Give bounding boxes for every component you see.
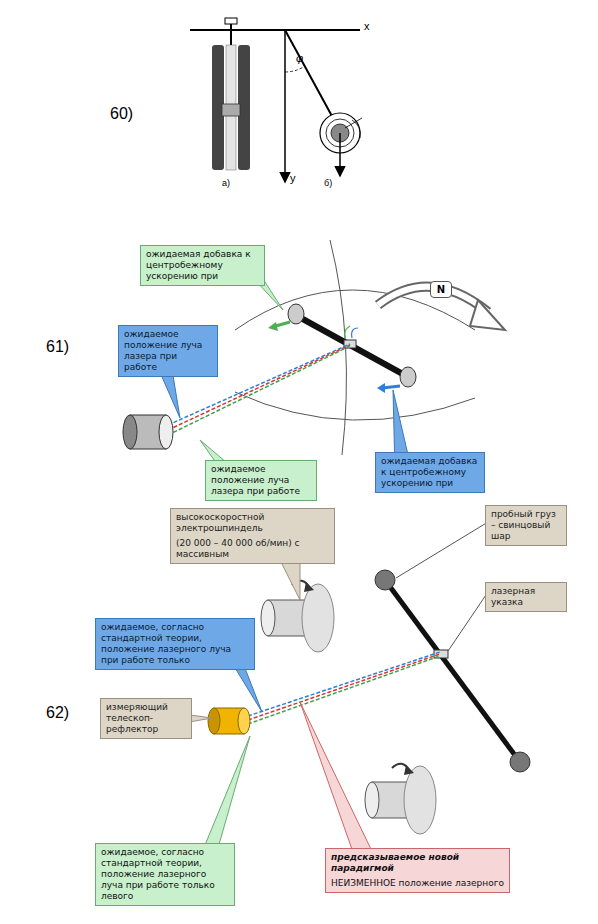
callout-box: высокоскоростной электрошпиндель (20 000 … bbox=[170, 508, 335, 564]
callout-box: ожидаемое положение луча лазера при рабо… bbox=[118, 325, 218, 377]
axis-label: y bbox=[290, 172, 296, 184]
callout-text: ожидаемое положение луча лазера при рабо… bbox=[124, 329, 212, 373]
callout-box: ожидаемая добавка к центробежному ускоре… bbox=[375, 452, 485, 493]
callout-box: пробный груз – свинцовый шар bbox=[485, 505, 567, 546]
figure-number: 61) bbox=[46, 338, 69, 356]
callout-text: ожидаемая добавка к центробежному ускоре… bbox=[381, 456, 479, 489]
axis-label: x bbox=[364, 20, 370, 32]
callout-box: ожидаемое, согласно стандартной теории, … bbox=[95, 843, 235, 906]
callout-text: ожидаемое, согласно стандартной теории, … bbox=[101, 622, 249, 666]
rotor-figure bbox=[123, 240, 505, 455]
callout-text: высокоскоростной электрошпиндель bbox=[176, 512, 329, 534]
callout-text: измеряющий телескоп-рефлектор bbox=[106, 702, 186, 735]
callout-text: пробный груз – свинцовый шар bbox=[491, 509, 561, 542]
callout-text: N bbox=[433, 284, 449, 295]
callout-text: ожидаемая добавка к центробежному ускоре… bbox=[146, 249, 259, 282]
callout-box: ожидаемое, согласно стандартной теории, … bbox=[95, 618, 255, 670]
pendulum-figure bbox=[190, 18, 362, 182]
callout-box: ожидаемая добавка к центробежному ускоре… bbox=[140, 245, 265, 286]
callout-box: ожидаемое положение луча лазера при рабо… bbox=[205, 460, 317, 501]
axis-label: а) bbox=[222, 178, 230, 188]
axis-label: φ bbox=[296, 52, 303, 64]
figure-number: 60) bbox=[110, 105, 133, 123]
callout-text: предсказываемое новой парадигмой bbox=[331, 852, 504, 874]
figure-number: 62) bbox=[46, 704, 69, 722]
callout-text: ожидаемое, согласно стандартной теории, … bbox=[101, 847, 229, 902]
callout-text: ожидаемое положение луча лазера при рабо… bbox=[211, 464, 311, 497]
rotation-box: N bbox=[430, 281, 452, 298]
axis-label: б) bbox=[324, 178, 332, 188]
callout-text: НЕИЗМЕННОЕ положение лазерного bbox=[331, 878, 504, 889]
callout-box: измеряющий телескоп-рефлектор bbox=[100, 698, 192, 739]
callout-box: предсказываемое новой парадигмойНЕИЗМЕНН… bbox=[325, 848, 510, 893]
callout-box: лазерная указка bbox=[485, 582, 567, 612]
callout-text: (20 000 – 40 000 об/мин) с массивным bbox=[176, 538, 329, 560]
callout-text: лазерная указка bbox=[491, 586, 561, 608]
spindle-figure bbox=[208, 522, 530, 834]
